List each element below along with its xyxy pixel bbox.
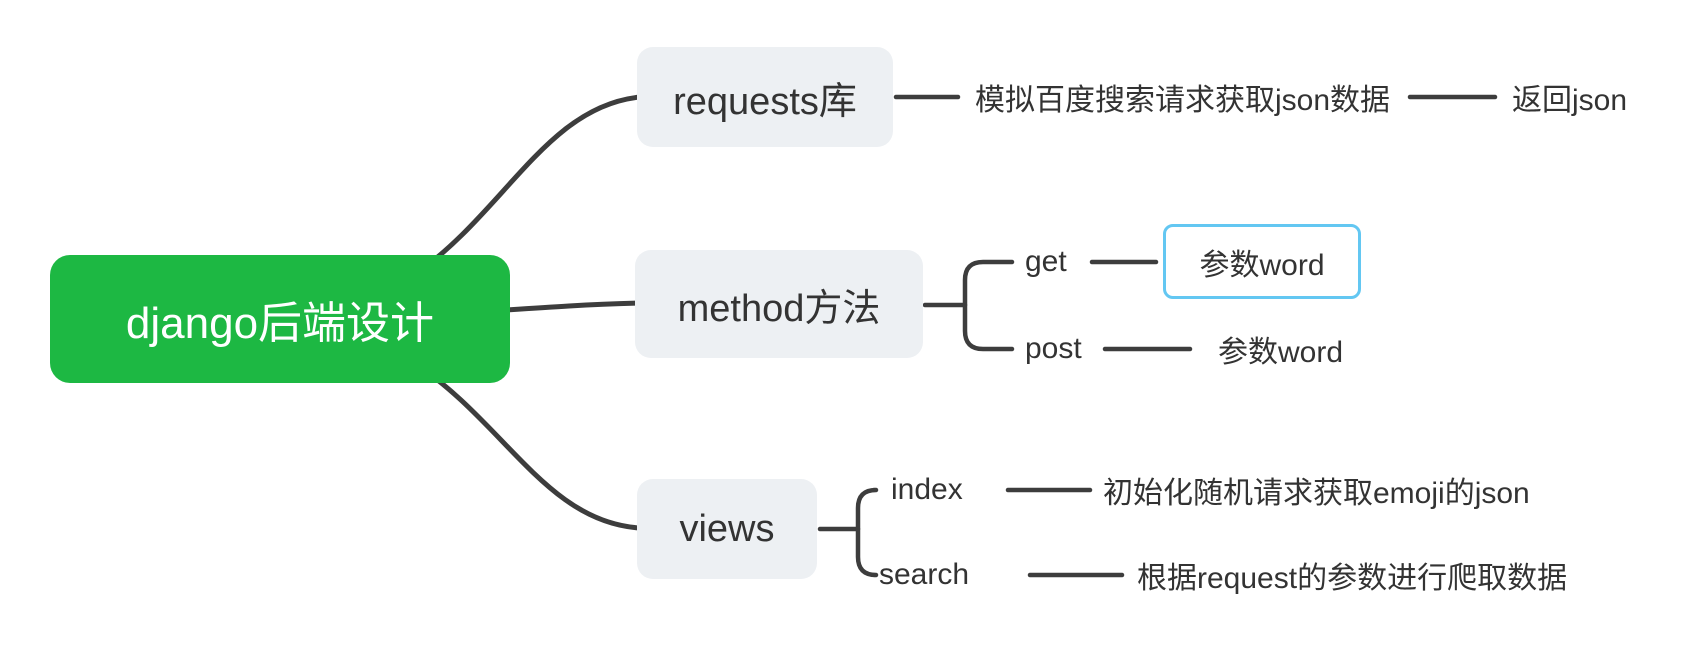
requests-desc-node[interactable]: 模拟百度搜索请求获取json数据 [975, 84, 1391, 117]
index-node[interactable]: index [891, 473, 963, 506]
search-desc-node[interactable]: 根据request的参数进行爬取数据 [1137, 562, 1568, 595]
search-node[interactable]: search [879, 558, 970, 591]
get-node[interactable]: get [1025, 245, 1067, 278]
views-bracket-connector [855, 487, 879, 578]
views-topic-node[interactable]: views [637, 479, 817, 579]
root-node[interactable]: django后端设计 [50, 255, 510, 383]
method-bracket-connector [962, 259, 1015, 352]
post-node[interactable]: post [1025, 332, 1082, 365]
post-param-node[interactable]: 参数word [1218, 336, 1344, 369]
method-topic-node[interactable]: method方法 [635, 250, 923, 358]
get-param-node-selected[interactable]: 参数word [1163, 224, 1361, 299]
requests-topic-node[interactable]: requests库 [637, 47, 893, 147]
index-desc-node[interactable]: 初始化随机请求获取emoji的json [1103, 477, 1530, 510]
requests-result-node[interactable]: 返回json [1512, 84, 1628, 117]
